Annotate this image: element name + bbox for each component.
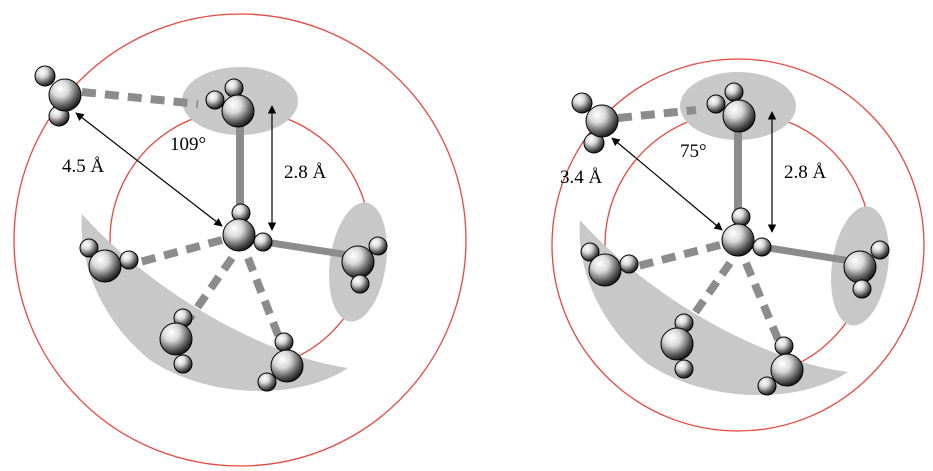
second-shell-circle <box>13 13 467 467</box>
water-molecule-top <box>205 78 255 128</box>
water-molecule-top-left <box>34 65 82 127</box>
water-molecule-top-left <box>571 92 619 154</box>
hbond-dashed <box>138 236 224 266</box>
panel-left: 109° 4.5 Å 2.8 Å <box>13 13 467 467</box>
distance-label-second-shell: 3.4 Å <box>560 167 603 188</box>
hbond-dashed <box>742 261 784 346</box>
water-molecule-bottom-left <box>660 313 694 379</box>
bottom-shaded-region <box>81 214 348 392</box>
angle-label: 109° <box>170 134 206 155</box>
water-molecule-bottom-right <box>757 336 804 396</box>
distance-label-first-shell: 2.8 Å <box>284 162 327 183</box>
water-molecule-center <box>222 203 273 252</box>
water-molecule-right <box>843 240 890 299</box>
water-molecule-left <box>580 242 639 287</box>
water-molecule-bottom-right <box>257 332 304 392</box>
water-molecule-bottom-left <box>159 308 193 374</box>
panel-right: 75° 3.4 Å 2.8 Å <box>551 58 925 432</box>
water-molecule-right <box>341 236 388 294</box>
distance-arrow-second-shell <box>611 137 723 231</box>
distance-label-second-shell: 4.5 Å <box>62 156 105 177</box>
hbond-dashed <box>637 241 721 270</box>
distance-arrow-second-shell <box>75 112 223 227</box>
water-molecule-left <box>79 238 139 283</box>
hbond-dashed <box>617 106 697 122</box>
distance-label-first-shell: 2.8 Å <box>784 162 827 183</box>
angle-label: 75° <box>680 141 707 162</box>
second-shell-circle <box>551 58 925 432</box>
hbond-dashed <box>81 88 199 108</box>
hbond-dashed <box>186 255 236 321</box>
water-molecule-top <box>706 82 756 133</box>
hbond-dashed <box>686 260 734 323</box>
water-molecule-center <box>721 207 772 257</box>
bottom-shaded-region <box>579 220 848 396</box>
hbond-dashed <box>244 256 284 342</box>
